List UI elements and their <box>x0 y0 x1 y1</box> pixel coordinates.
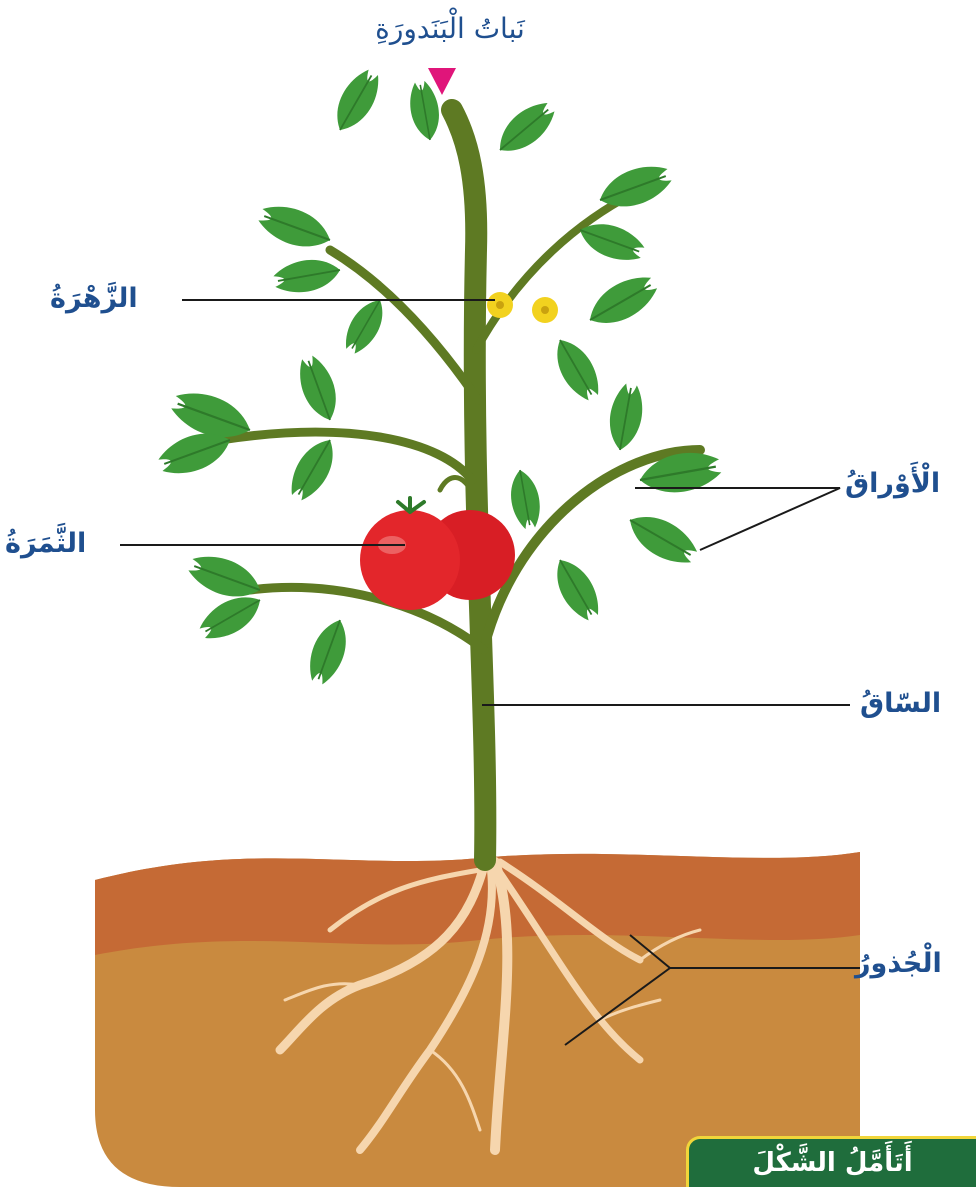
label-leaves: الْأَوْراقُ <box>845 470 940 497</box>
fruit <box>360 498 515 610</box>
label-flower: الزَّهْرَةُ <box>50 285 138 312</box>
label-roots: الْجُذورُ <box>855 950 942 977</box>
caption-banner: أَتَأَمَّلُ الشَّكْلَ <box>686 1136 976 1187</box>
caption-text: أَتَأَمَّلُ الشَّكْلَ <box>752 1148 912 1178</box>
label-stem: السّاقُ <box>860 690 941 717</box>
label-fruit: الثَّمَرَةُ <box>5 530 86 557</box>
diagram-title: نَباتُ الْبَنَدورَةِ <box>330 12 570 45</box>
